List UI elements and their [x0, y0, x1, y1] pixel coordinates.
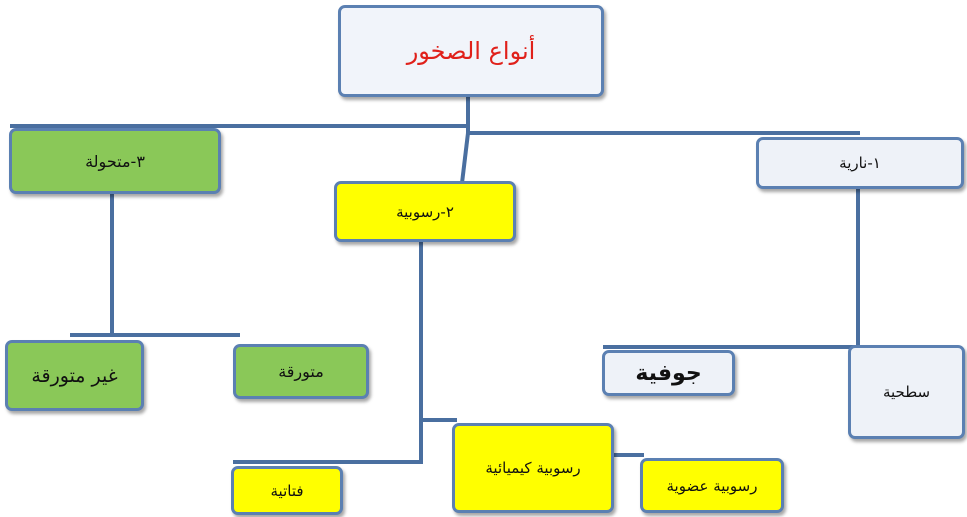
node-extrusive: سطحية — [848, 345, 965, 439]
metamorphic-label: ٣-متحولة — [85, 151, 145, 171]
node-clastic: فتاتية — [231, 466, 343, 515]
node-metamorphic: ٣-متحولة — [9, 128, 221, 194]
intrusive-label: جوفية — [635, 360, 702, 386]
node-foliated: متورقة — [233, 344, 369, 399]
sedimentary-label: ٢-رسوبية — [396, 202, 454, 221]
extrusive-label: سطحية — [882, 383, 931, 401]
connector-to-sedimentary — [459, 130, 471, 186]
chemical-label: رسوبية كيميائية — [485, 459, 581, 477]
root-node-rock-types: أنواع الصخور — [338, 5, 604, 97]
non-foliated-label: غير متورقة — [31, 364, 118, 387]
connector-igneous — [603, 187, 860, 349]
node-chemical: رسوبية كيميائية — [452, 423, 614, 513]
connector-bus — [10, 124, 860, 135]
node-sedimentary: ٢-رسوبية — [334, 181, 516, 242]
connector-metamorphic — [70, 191, 240, 337]
node-organic: رسوبية عضوية — [640, 458, 784, 513]
clastic-label: فتاتية — [270, 481, 304, 500]
organic-label: رسوبية عضوية — [666, 476, 758, 495]
node-intrusive: جوفية — [602, 350, 735, 396]
root-label: أنواع الصخور — [406, 37, 536, 65]
foliated-label: متورقة — [278, 362, 324, 381]
igneous-label: ١-نارية — [839, 154, 881, 172]
node-igneous: ١-نارية — [756, 137, 964, 189]
connector-sedimentary — [233, 238, 457, 464]
node-non-foliated: غير متورقة — [5, 340, 144, 411]
